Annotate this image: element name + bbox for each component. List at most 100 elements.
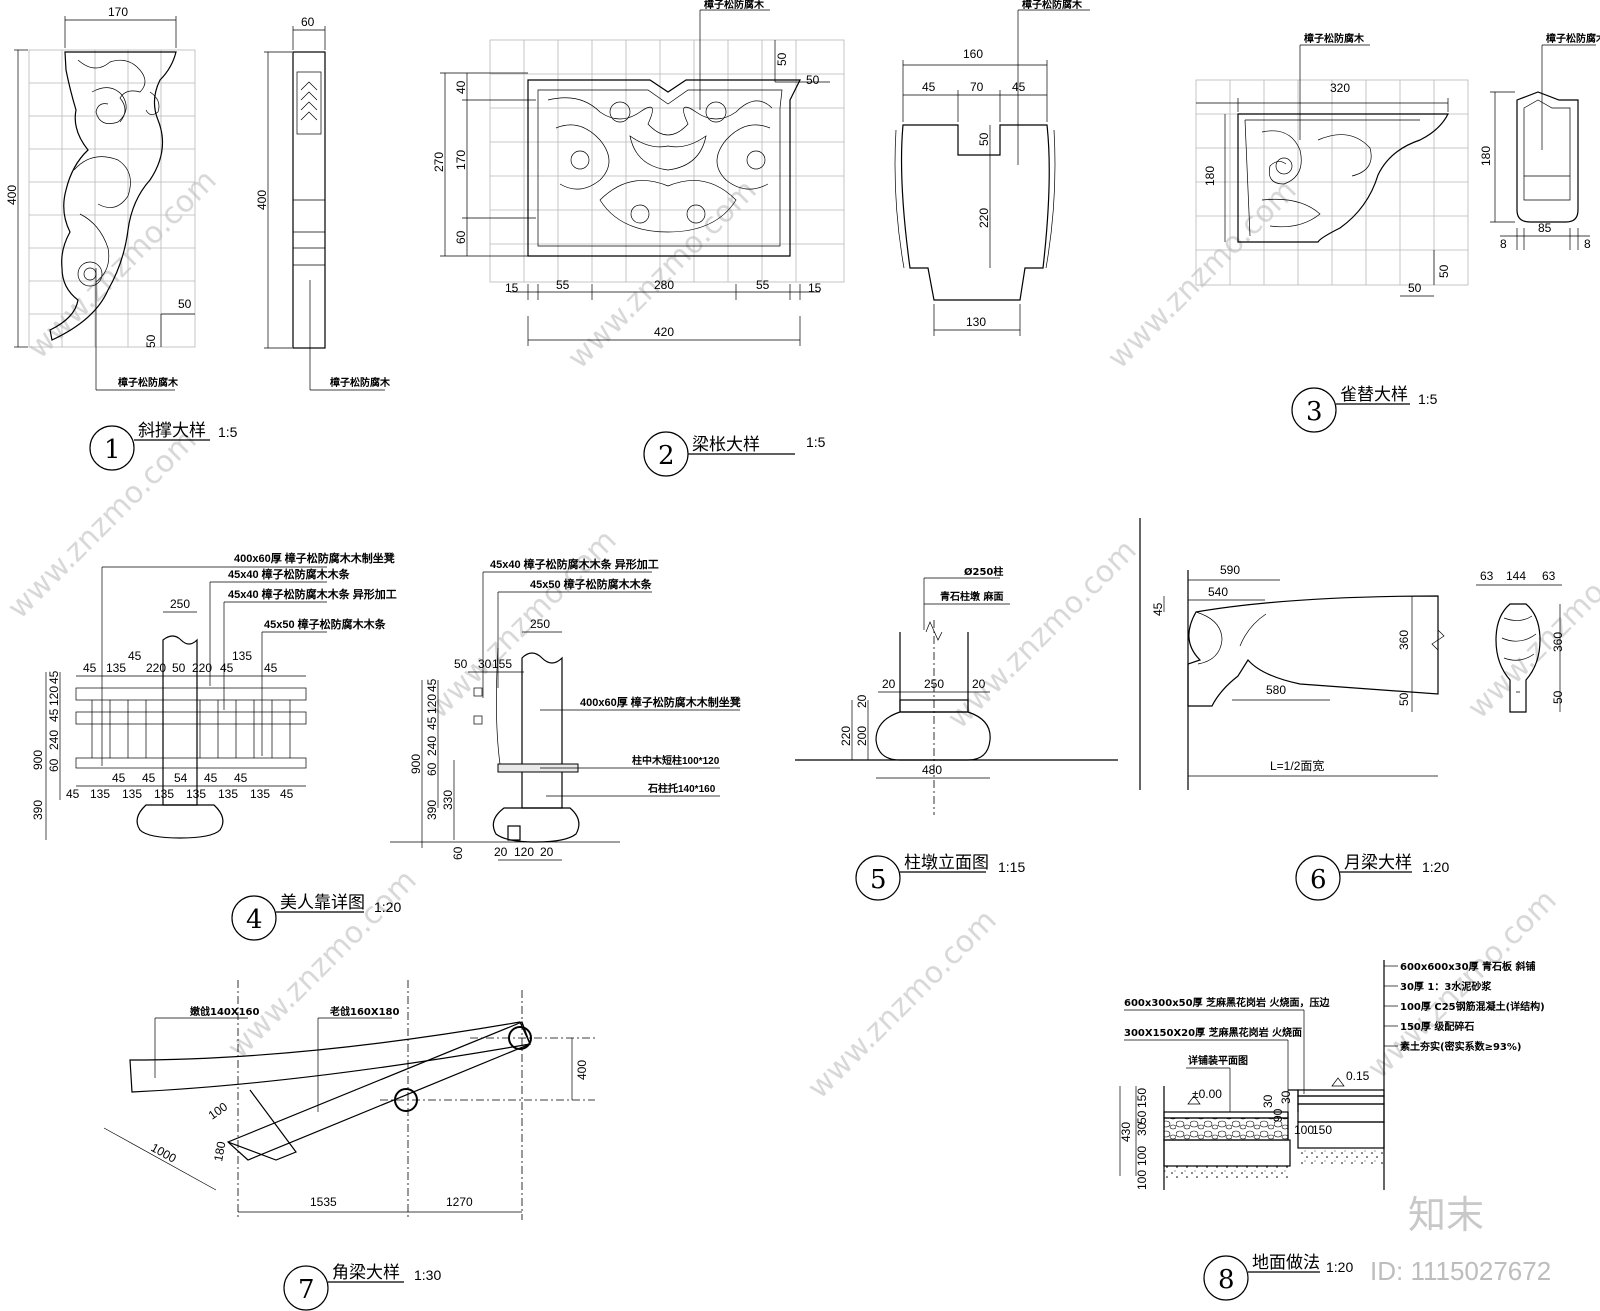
svg-text:30: 30 [1135,1122,1149,1136]
dim-width: 170 [108,5,128,19]
detail-number: 3 [1306,397,1323,427]
svg-text:45: 45 [112,771,126,785]
svg-text:45: 45 [220,661,234,675]
note-concrete: 100厚 C25钢筋混凝土(详结构) [1400,1000,1545,1013]
note-rail-1: 45x40 樟子松防腐木木条 [228,567,351,581]
note-pier: 青石柱墩 麻面 [940,590,1003,603]
note-edge-stone: 600x300x50厚 芝麻黑花岗岩 火烧面，压边 [1124,996,1331,1009]
dim-L: L=1/2面宽 [1270,758,1324,773]
note-rail-3: 45x50 樟子松防腐木木条 [264,617,387,631]
svg-text:20: 20 [494,845,508,859]
note-old-rafter: 老戗160X180 [329,1005,399,1018]
detail-title: 月梁大样 [1344,853,1412,873]
dim-60: 60 [454,230,468,244]
tender-rafter [129,1021,531,1093]
dim-15-right: 15 [808,281,822,295]
sec-note-4: 柱中木短柱100*120 [632,754,720,767]
svg-text:50: 50 [172,661,186,675]
note-tender-rafter: 嫩戗140X160 [190,1005,259,1018]
note-column: Ø250柱 [964,565,1003,578]
detail-title: 梁枨大样 [692,435,760,455]
dim-50-right-v: 50 [775,52,789,66]
svg-text:45: 45 [280,787,294,801]
side-material-note: 樟子松防腐木 [330,376,391,389]
svg-text:135: 135 [122,787,142,801]
note-curb-stone: 300X150X20厚 芝麻黑花岗岩 火烧面 [1124,1026,1302,1039]
section-column [521,652,563,809]
detail-title: 雀替大样 [1340,385,1408,405]
brace-side-view [1516,91,1579,223]
svg-text:60: 60 [47,758,61,772]
dim-45-right: 45 [1012,80,1026,94]
dim-420: 420 [654,325,674,339]
dim-1270: 1270 [446,1195,473,1209]
sec-dim-360: 360 [1551,632,1565,652]
dim-250: 250 [924,677,944,691]
dim-480: 480 [922,763,942,777]
svg-text:390: 390 [425,800,439,820]
bluestone-slab [1297,1089,1385,1097]
dim-70: 70 [970,80,984,94]
svg-text:390: 390 [31,800,45,820]
dim-250: 250 [170,597,190,611]
sec-note-3: 400x60厚 樟子松防腐木木制坐凳 [580,695,742,709]
detail-number-circle [89,425,135,471]
svg-text:30: 30 [1261,1094,1275,1108]
sec-dim-63-left: 63 [1480,569,1494,583]
watermark: www.znzmo.com [941,533,1144,736]
image-id: ID: 1115027672 [1370,1256,1551,1286]
note-soil: 素土夯实(密实系数≥93%) [1400,1040,1521,1053]
note-rail-2: 45x40 樟子松防腐木木条 异形加工 [228,587,397,601]
material-note: 樟子松防腐木 [704,0,765,11]
dim-45: 45 [1151,602,1165,616]
svg-text:900: 900 [31,750,45,770]
side-dim-height: 400 [255,190,269,210]
side-dim-180: 180 [1479,146,1493,166]
sec-dim-144: 144 [1506,569,1526,583]
detail-column-head-block: 160 45 70 45 50 220 130 樟子松防腐木 [894,0,1090,336]
svg-text:54: 54 [174,771,188,785]
material-note: 樟子松防腐木 [1304,32,1365,45]
dim-55-left: 55 [556,278,570,292]
dim-1535: 1535 [310,1195,337,1209]
detail-title: 地面做法 [1252,1253,1320,1273]
svg-text:60: 60 [425,762,439,776]
svg-text:45: 45 [425,678,439,692]
stone-step [1163,1111,1289,1119]
detail-title: 美人靠详图 [280,893,365,913]
dim-220: 220 [839,726,853,746]
detail-5-column-pier: Ø250柱 青石柱墩 麻面 20 250 20 20 220 200 480 5… [795,565,1118,901]
svg-text:120: 120 [514,845,534,859]
svg-text:45: 45 [47,670,61,684]
svg-text:100: 100 [1294,1123,1314,1137]
note-mortar: 30厚 1：3水泥砂浆 [1400,980,1492,993]
svg-text:45: 45 [234,771,248,785]
dim-height: 400 [5,185,19,205]
side-dim-width: 60 [301,15,315,29]
svg-text:220: 220 [192,661,212,675]
svg-text:20: 20 [540,845,554,859]
detail-number: 8 [1218,1265,1235,1295]
grid [28,49,196,348]
svg-text:150: 150 [1312,1123,1332,1137]
detail-number-circle [1291,387,1337,433]
detail-scale: 1:20 [374,899,401,915]
detail-number-circle [1295,855,1341,901]
detail-scale: 1:20 [1326,1259,1353,1275]
svg-text:60: 60 [451,846,465,860]
section-base [492,807,580,843]
sec-dim-63-right: 63 [1542,569,1556,583]
detail-scale: 1:5 [806,434,826,450]
detail-number-circle [231,895,277,941]
watermark: www.znzmo.com [561,173,764,376]
block-outline [900,124,1050,301]
dim-160: 160 [963,47,983,61]
beam-section [1495,603,1541,713]
level-015: 0.15 [1346,1069,1370,1083]
svg-text:100: 100 [1135,1170,1149,1190]
detail-number: 7 [298,1275,315,1305]
sec-note-1: 45x40 樟子松防腐木木条 异形加工 [490,557,659,571]
dim-100: 100 [206,1099,231,1122]
detail-number-circle [1203,1255,1249,1301]
detail-title: 柱墩立面图 [904,853,989,873]
